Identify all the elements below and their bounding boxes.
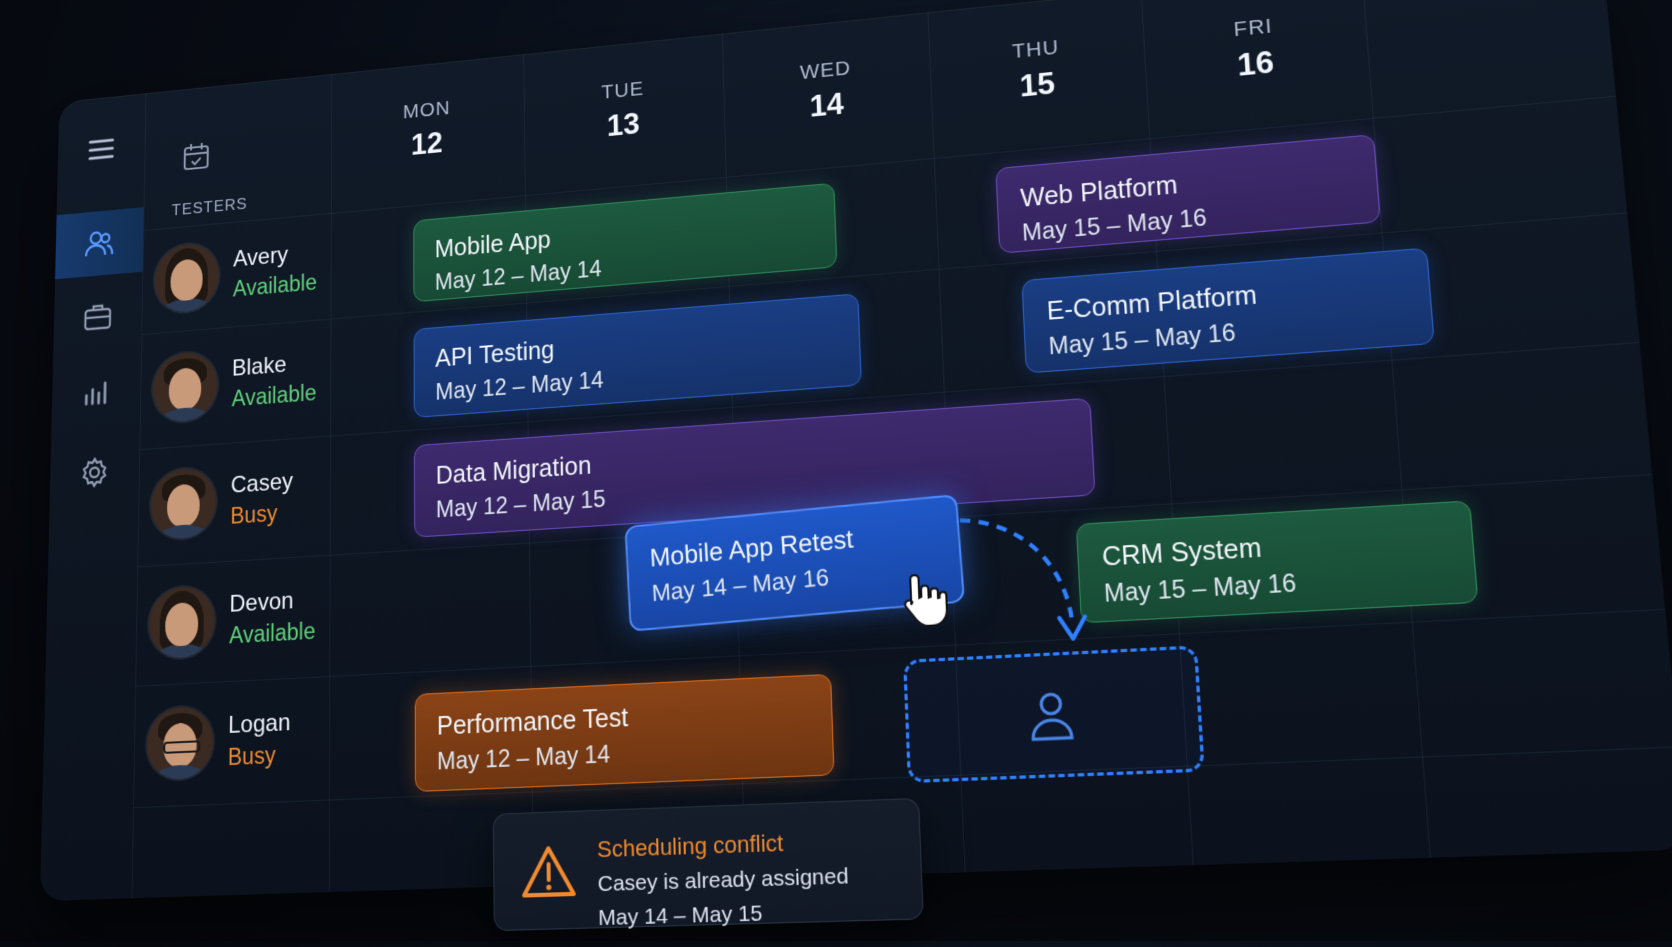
day-header-wed: WED 14 — [723, 49, 932, 133]
drop-zone[interactable] — [903, 645, 1205, 783]
drag-path-arrow — [949, 502, 1104, 658]
task-card-performance-test[interactable]: Performance Test May 12 – May 14 — [415, 674, 835, 792]
users-icon — [84, 226, 114, 260]
hand-cursor-icon — [900, 569, 954, 630]
day-header-mon: MON 12 — [331, 90, 524, 170]
warning-icon — [520, 843, 578, 900]
day-header-tue: TUE 13 — [524, 70, 725, 152]
menu-button[interactable] — [57, 113, 145, 185]
nav-settings[interactable] — [50, 436, 140, 509]
nav-projects[interactable] — [53, 281, 142, 353]
day-header-thu: THU 15 — [929, 28, 1146, 113]
task-card-ecomm-platform[interactable]: E-Comm Platform May 15 – May 16 — [1021, 248, 1434, 374]
nav-testers[interactable] — [55, 207, 144, 279]
status-badge: Available — [233, 269, 317, 302]
avatar — [146, 706, 213, 781]
status-badge: Busy — [228, 741, 291, 771]
conflict-dates: May 14 – May 15 — [598, 899, 850, 932]
tester-row-logan[interactable]: Logan Busy — [146, 688, 290, 795]
conflict-title: Scheduling conflict — [597, 827, 848, 863]
task-card-crm-system[interactable]: CRM System May 15 – May 16 — [1076, 500, 1479, 623]
tester-name: Casey — [231, 468, 294, 499]
tester-row-avery[interactable]: Avery Available — [154, 220, 317, 328]
scheduling-conflict-tooltip: Scheduling conflict Casey is already ass… — [493, 798, 924, 931]
avatar — [154, 242, 219, 315]
tester-row-devon[interactable]: Devon Available — [148, 565, 316, 673]
status-badge: Available — [232, 379, 317, 411]
tester-name: Devon — [229, 586, 315, 619]
schedule-board: TESTERS MON 12 TUE 13 WED 14 THU 15 FRI … — [40, 0, 1672, 901]
status-badge: Available — [229, 617, 315, 648]
user-placeholder-icon — [1027, 688, 1077, 742]
tester-name: Avery — [233, 239, 317, 273]
avatar — [152, 350, 218, 423]
tester-row-casey[interactable]: Casey Busy — [150, 448, 293, 554]
task-card-web-platform[interactable]: Web Platform May 15 – May 16 — [995, 134, 1380, 254]
tester-name: Logan — [228, 709, 290, 740]
testers-label: TESTERS — [172, 195, 248, 221]
conflict-message: Casey is already assigned — [597, 864, 849, 897]
tester-row-blake[interactable]: Blake Available — [152, 329, 317, 437]
bar-chart-icon — [81, 375, 112, 409]
calendar-icon[interactable] — [181, 139, 211, 173]
task-card-mobile-app[interactable]: Mobile App May 12 – May 14 — [413, 183, 837, 303]
sidebar — [40, 93, 147, 901]
calendar-grid: TESTERS MON 12 TUE 13 WED 14 THU 15 FRI … — [131, 0, 1672, 898]
task-card-api-testing[interactable]: API Testing May 12 – May 14 — [414, 293, 862, 418]
menu-icon — [86, 132, 116, 166]
day-header-fri: FRI 16 — [1143, 5, 1370, 92]
status-badge: Busy — [230, 499, 293, 529]
avatar — [148, 585, 215, 659]
gear-icon — [79, 455, 110, 489]
nav-reports[interactable] — [51, 356, 141, 429]
avatar — [150, 467, 216, 541]
tester-name: Blake — [232, 349, 317, 382]
briefcase-icon — [83, 300, 113, 334]
